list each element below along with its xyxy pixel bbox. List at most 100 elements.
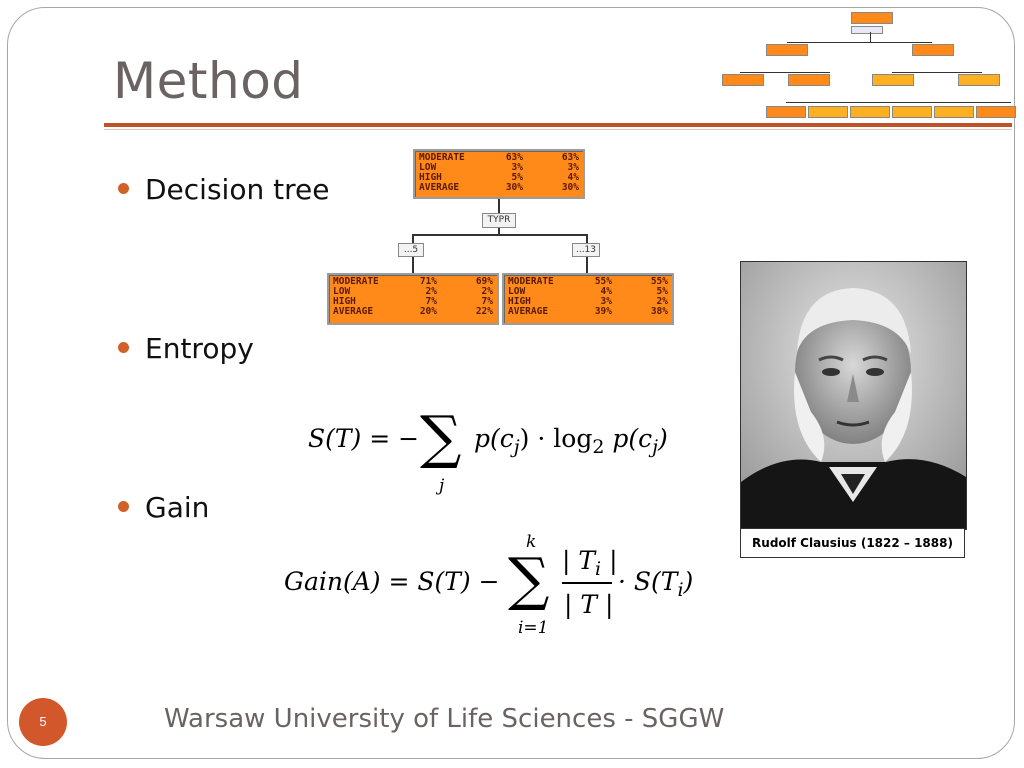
entropy-sub-j2: j <box>652 436 659 458</box>
tree-edge <box>412 234 414 244</box>
tree-node-percent: 7% <box>425 296 437 307</box>
tree-node-class: AVERAGE <box>508 306 549 317</box>
tree-node-percent: 20% <box>419 306 437 317</box>
portrait-photo <box>740 261 967 530</box>
tree-node-row: LOW 2% 2% <box>333 287 493 297</box>
mini-node <box>851 26 883 34</box>
entropy-body: p(cj) · log2 p(cj) <box>474 424 668 458</box>
tree-node-percent: 39% <box>594 306 612 317</box>
tree-node-class: MODERATE <box>419 152 465 163</box>
mini-node <box>934 106 974 118</box>
gain-tail-sub: i <box>677 579 684 601</box>
tree-node-percent: 2% <box>425 286 437 297</box>
gain-tail-text: · S(T <box>618 567 678 596</box>
entropy-sub-j: j <box>513 436 520 458</box>
gain-sum-subscript: i=1 <box>518 618 549 638</box>
tree-node-row: MODERATE 71% 69% <box>333 277 493 287</box>
tree-left-branch-label: ...5 <box>398 243 424 257</box>
mini-node <box>808 106 848 118</box>
mini-node <box>958 74 1000 86</box>
tree-node-percent: 30% <box>561 182 579 193</box>
mini-node <box>766 106 806 118</box>
bullet-gain: Gain <box>118 491 209 524</box>
tree-node-percent: 63% <box>561 152 579 163</box>
gain-num-text: | T <box>562 546 596 575</box>
portrait-caption: Rudolf Clausius (1822 – 1888) <box>740 528 965 558</box>
tree-node-percent: 69% <box>475 276 493 287</box>
tree-edge <box>498 228 500 235</box>
bullet-dot <box>118 182 129 194</box>
tree-node-percent: 55% <box>594 276 612 287</box>
tree-node-class: LOW <box>508 286 526 297</box>
gain-num-sub: i <box>595 558 602 580</box>
footer-text: Warsaw University of Life Sciences - SGG… <box>164 704 725 734</box>
tree-node-percent: 5% <box>511 172 523 183</box>
tree-node-percent: 3% <box>567 162 579 173</box>
entropy-lhs: S(T) = − <box>308 424 420 453</box>
entropy-log: ) · log <box>519 424 593 453</box>
mini-edge <box>787 42 932 43</box>
gain-formula: Gain(A) = S(T) − k ∑ i=1 | Ti | | T | · … <box>284 532 704 640</box>
gain-lhs: Gain(A) = S(T) − <box>284 567 500 596</box>
tree-node-percent: 7% <box>481 296 493 307</box>
mini-node <box>766 44 808 56</box>
tree-node-percent: 55% <box>650 276 668 287</box>
portrait-illustration <box>741 262 966 529</box>
gain-fraction-denominator: | T | <box>564 590 614 619</box>
tree-node-row: MODERATE 55% 55% <box>508 277 668 287</box>
tree-node-percent: 71% <box>419 276 437 287</box>
page-number-badge: 5 <box>19 698 67 746</box>
tree-node-percent: 38% <box>650 306 668 317</box>
mini-edge <box>870 32 871 42</box>
tree-node-class: HIGH <box>419 172 442 183</box>
mini-node <box>722 74 764 86</box>
entropy-close: ) <box>658 424 668 453</box>
gain-tail-end: ) <box>683 567 694 596</box>
tree-node-class: LOW <box>333 286 351 297</box>
mini-edge <box>740 72 830 73</box>
bullet-decision-tree: Decision tree <box>118 173 329 206</box>
tree-right-branch-label: ...13 <box>572 243 600 257</box>
gain-sum-superscript: k <box>526 532 537 552</box>
tree-node-class: MODERATE <box>333 276 379 287</box>
gain-fraction-bar <box>562 582 612 584</box>
bullet-dot <box>118 341 129 353</box>
gain-tail: · S(Ti) <box>618 567 693 601</box>
tree-split-label: TYPR <box>482 213 516 228</box>
mini-node <box>912 44 954 56</box>
bullet-dot <box>118 500 129 512</box>
entropy-log-base: 2 <box>592 436 605 458</box>
tree-edge <box>586 234 588 244</box>
bullet-text: Entropy <box>145 332 254 365</box>
tree-node-row: AVERAGE 39% 38% <box>508 307 668 317</box>
tree-node-percent: 4% <box>600 286 612 297</box>
tree-node-row: MODERATE 63% 63% <box>419 153 579 163</box>
mini-node <box>872 74 914 86</box>
mini-node <box>788 74 830 86</box>
mini-node <box>892 106 932 118</box>
tree-node-percent: 2% <box>481 286 493 297</box>
tree-node-class: AVERAGE <box>419 182 460 193</box>
gain-num-end: | <box>601 546 618 575</box>
tree-node-percent: 5% <box>656 286 668 297</box>
tree-node-class: MODERATE <box>508 276 554 287</box>
sum-symbol: ∑ <box>508 545 550 613</box>
mini-edge <box>786 102 1011 103</box>
bullet-text: Decision tree <box>145 173 330 206</box>
tree-edge <box>498 199 500 213</box>
entropy-p: p(c <box>474 424 514 453</box>
tree-node-percent: 2% <box>656 296 668 307</box>
tree-node-percent: 30% <box>505 182 523 193</box>
tree-edge <box>586 257 588 273</box>
tree-node-row: AVERAGE 30% 30% <box>419 183 579 193</box>
tree-node-percent: 63% <box>505 152 523 163</box>
tree-node-percent: 3% <box>600 296 612 307</box>
